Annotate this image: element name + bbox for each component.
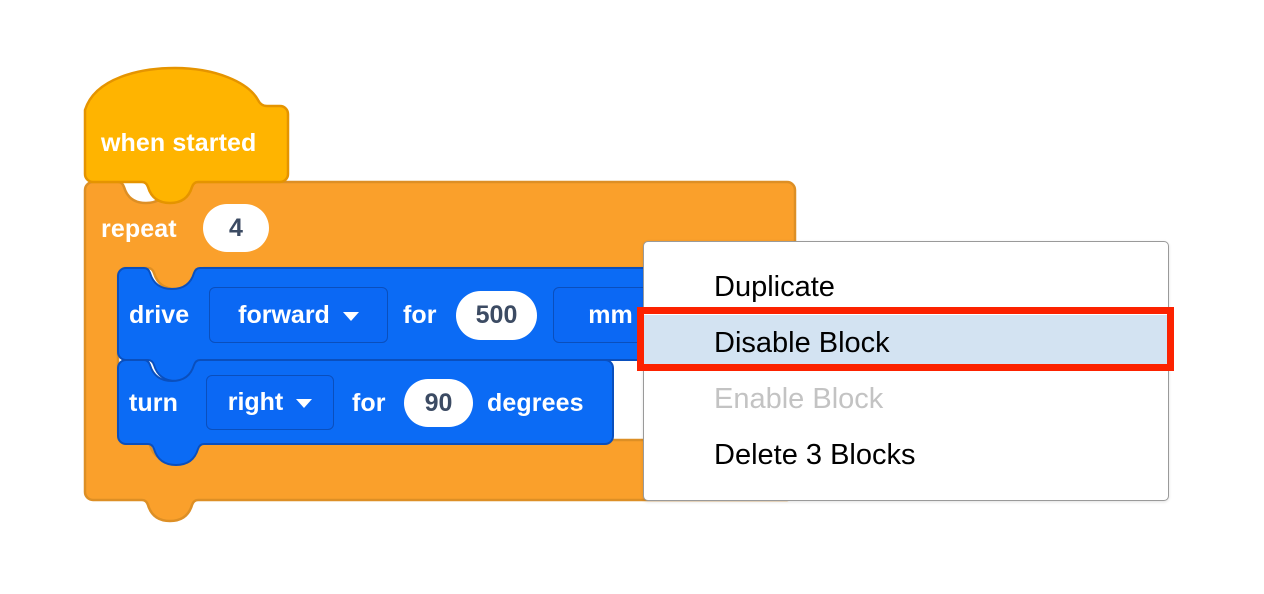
- repeat-label: repeat: [101, 215, 177, 243]
- menu-item-duplicate[interactable]: Duplicate: [644, 259, 1168, 315]
- drive-direction-value: forward: [238, 300, 330, 329]
- drive-label: drive: [129, 301, 190, 329]
- menu-item-label: Duplicate: [714, 270, 835, 303]
- when-started-block-shape[interactable]: [83, 66, 290, 205]
- menu-item-label: Delete 3 Blocks: [714, 438, 916, 471]
- menu-item-label: Enable Block: [714, 382, 884, 415]
- chevron-down-icon: [342, 311, 359, 321]
- turn-units-label: degrees: [487, 389, 584, 417]
- menu-item-delete-blocks[interactable]: Delete 3 Blocks: [644, 427, 1168, 483]
- drive-for-label: for: [403, 301, 437, 329]
- drive-distance-field[interactable]: 500: [456, 291, 537, 340]
- turn-direction-value: right: [227, 388, 284, 416]
- menu-item-label: Disable Block: [714, 326, 890, 359]
- block-context-menu[interactable]: Duplicate Disable Block Enable Block Del…: [643, 241, 1169, 501]
- drive-units-value: mm: [588, 300, 633, 329]
- turn-for-label: for: [352, 389, 386, 417]
- chevron-down-icon: [296, 399, 313, 408]
- menu-item-enable-block: Enable Block: [644, 371, 1168, 427]
- turn-label: turn: [129, 389, 178, 417]
- turn-angle-field[interactable]: 90: [404, 379, 473, 427]
- drive-direction-dropdown[interactable]: forward: [209, 287, 388, 343]
- when-started-label: when started: [101, 129, 257, 157]
- turn-direction-dropdown[interactable]: right: [206, 375, 334, 430]
- menu-item-disable-block[interactable]: Disable Block: [644, 315, 1168, 371]
- repeat-count-field[interactable]: 4: [203, 204, 269, 252]
